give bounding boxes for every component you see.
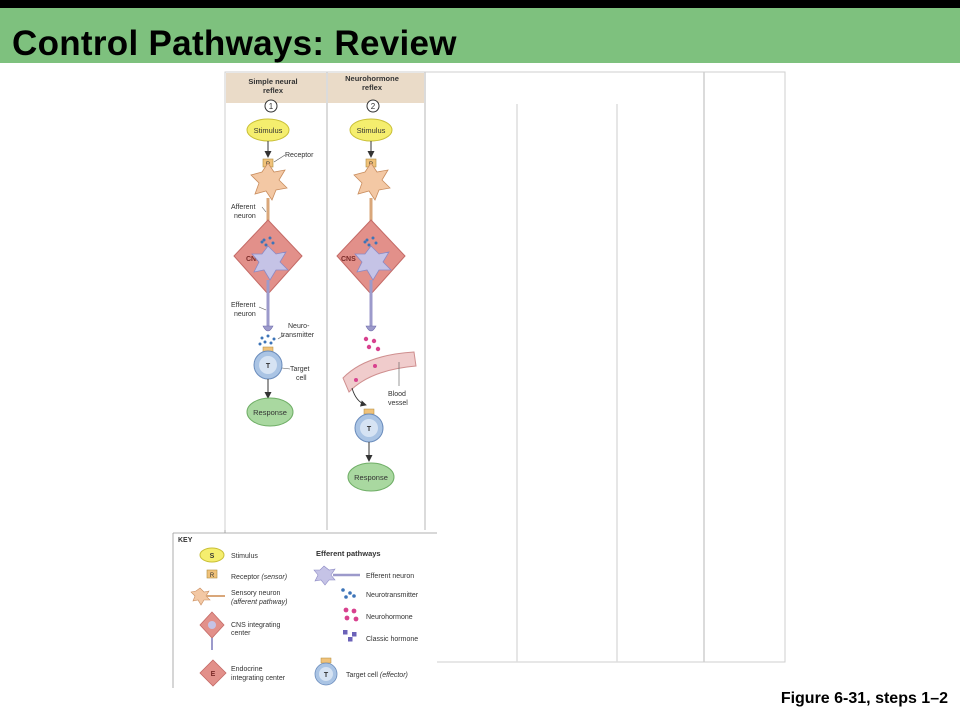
col1-header-line2: reflex bbox=[263, 86, 284, 95]
target-letter-1: T bbox=[266, 363, 271, 370]
key-endocrine-letter: E bbox=[211, 671, 216, 678]
key-receptor-italic: (sensor) bbox=[261, 574, 287, 581]
key-cns-line1: CNS integrating bbox=[231, 622, 281, 629]
svg-text:Target cell (effector): Target cell (effector) bbox=[346, 672, 408, 679]
target-label-line1: Target bbox=[290, 366, 310, 373]
afferent-label-line2: neuron bbox=[234, 213, 256, 220]
slide-title: Control Pathways: Review bbox=[12, 24, 457, 63]
col2-header-line2: reflex bbox=[362, 83, 383, 92]
top-black-bar bbox=[0, 0, 960, 8]
neurotransmitter-dots-1 bbox=[258, 334, 276, 346]
key-neurohormone: Neurohormone bbox=[366, 614, 413, 621]
key-classic-hormone: Classic hormone bbox=[366, 636, 418, 643]
simple-neural-reflex-pathway: Stimulus R CNS T Response bbox=[233, 118, 303, 427]
sensory-neuron-body-2 bbox=[353, 162, 391, 201]
stimulus-label-1: Stimulus bbox=[254, 126, 283, 135]
col1-callouts: Receptor Afferent neuron Efferent neuron… bbox=[231, 152, 315, 382]
blood-vessel bbox=[342, 351, 417, 393]
blood-vessel-label-line2: vessel bbox=[388, 400, 408, 407]
col2-callouts: Blood vessel bbox=[388, 362, 408, 407]
key-neurotransmitter: Neurotransmitter bbox=[366, 592, 419, 599]
key-target-label: Target cell bbox=[346, 672, 378, 679]
column-header-1 bbox=[226, 73, 326, 103]
title-bar: Control Pathways: Review bbox=[0, 8, 960, 63]
neurohormone-reflex-pathway: Stimulus R CNS T Response bbox=[336, 118, 417, 492]
response-node-1 bbox=[246, 397, 294, 427]
col2-header-line1: Neurohormone bbox=[345, 74, 399, 83]
col1-header-line1: Simple neural bbox=[248, 77, 297, 86]
efferent-neuron-body-2 bbox=[354, 245, 392, 281]
figure-caption: Figure 6-31, steps 1–2 bbox=[780, 690, 948, 707]
key-efferent-neuron: Efferent neuron bbox=[366, 573, 414, 580]
receptor-callout: Receptor bbox=[285, 152, 314, 159]
neurotransmitter-label-line1: Neuro- bbox=[288, 323, 310, 330]
step-badge-2: 2 bbox=[366, 99, 380, 113]
efferent-label-line2: neuron bbox=[234, 311, 256, 318]
key-receptor-label: Receptor bbox=[231, 574, 260, 581]
response-node-2 bbox=[347, 462, 395, 492]
key-title: KEY bbox=[178, 537, 193, 544]
response-label-1: Response bbox=[253, 408, 287, 417]
step-number-2: 2 bbox=[371, 102, 376, 111]
response-label-2: Response bbox=[354, 473, 388, 482]
target-label-line2: cell bbox=[296, 375, 307, 382]
key-stimulus-label: Stimulus bbox=[231, 553, 258, 560]
step-badge-1: 1 bbox=[264, 99, 278, 113]
target-letter-2: T bbox=[367, 426, 372, 433]
step-number-1: 1 bbox=[269, 102, 274, 111]
blood-vessel-label-line1: Blood bbox=[388, 391, 406, 398]
column-header-2 bbox=[328, 73, 424, 103]
stimulus-label-2: Stimulus bbox=[357, 126, 386, 135]
key-stimulus-letter: S bbox=[210, 553, 215, 560]
efferent-label-line1: Efferent bbox=[231, 302, 255, 309]
key-target-letter: T bbox=[324, 672, 329, 679]
legend-key: KEY S Stimulus R Receptor (sensor) Senso… bbox=[172, 532, 437, 688]
key-receptor-letter: R bbox=[210, 573, 215, 579]
afferent-label-line1: Afferent bbox=[231, 204, 255, 211]
key-endocrine-line1: Endocrine bbox=[231, 666, 263, 673]
neurotransmitter-label-line2: transmitter bbox=[281, 332, 315, 339]
key-sensory-line1: Sensory neuron bbox=[231, 590, 281, 597]
efferent-neuron-body-1 bbox=[251, 245, 289, 281]
key-target-italic: (effector) bbox=[380, 672, 408, 679]
cns-label-1: CNS bbox=[246, 256, 261, 263]
key-cns-line2: center bbox=[231, 630, 251, 637]
key-sensory-line2: (afferent pathway) bbox=[231, 599, 287, 606]
neurohormone-dots-2 bbox=[363, 336, 381, 352]
key-endocrine-line2: integrating center bbox=[231, 675, 286, 682]
key-efferent-title: Efferent pathways bbox=[316, 549, 381, 558]
svg-text:Receptor (sensor): Receptor (sensor) bbox=[231, 574, 287, 581]
cns-label-2: CNS bbox=[341, 256, 356, 263]
sensory-neuron-body-1 bbox=[250, 162, 288, 201]
